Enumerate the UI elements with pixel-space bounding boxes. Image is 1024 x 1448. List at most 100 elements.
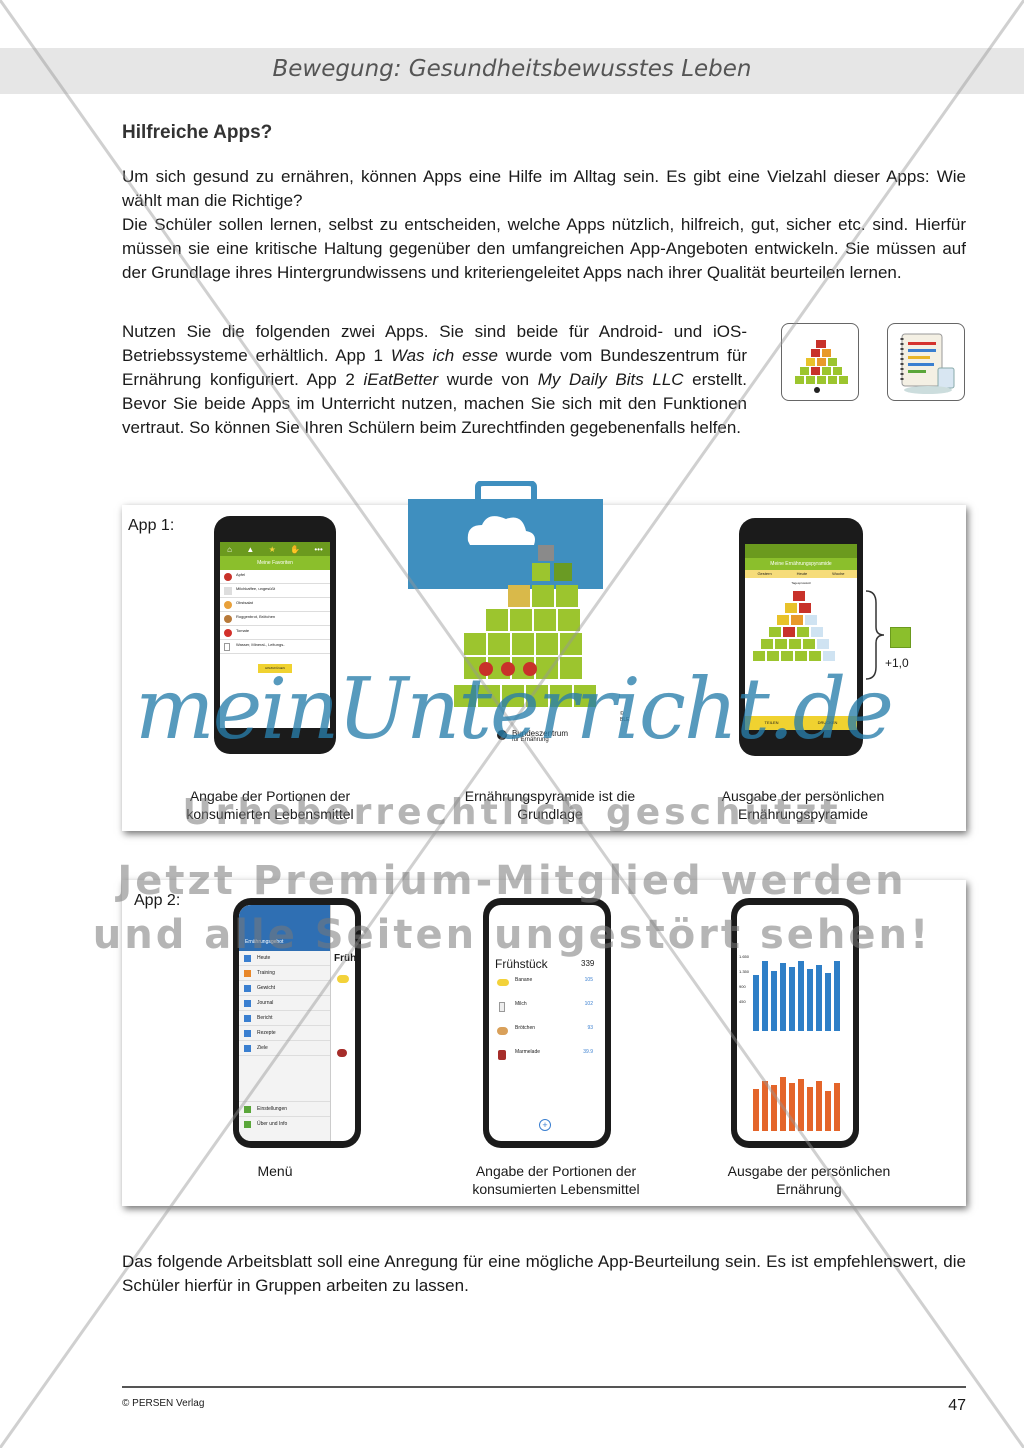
footer-divider xyxy=(122,1386,966,1388)
section-heading: Hilfreiche Apps? xyxy=(122,122,273,143)
apps-text-1: Nutzen Sie die folgenden zwei Apps. Sie … xyxy=(122,322,747,365)
app2-name: iEatBetter xyxy=(363,370,439,389)
hand-icon[interactable]: ✋ xyxy=(290,544,301,554)
favorite-item[interactable]: Tomate xyxy=(220,626,330,640)
menu-item[interactable]: Einstellungen xyxy=(239,1101,330,1116)
app2-caption-3: Ausgabe der persönlichen Ernährung xyxy=(727,1163,891,1197)
mini-pyramid xyxy=(753,591,835,661)
goals-icon xyxy=(244,1045,251,1052)
bzfe-logo-text: Bundeszentrum xyxy=(512,729,569,738)
print-button[interactable]: DRUCKEN xyxy=(817,720,838,725)
favorites-title: Meine Favoriten xyxy=(220,556,330,570)
add-icon[interactable]: + xyxy=(539,1119,551,1131)
jam-icon xyxy=(498,1050,506,1060)
apps-paragraph: Nutzen Sie die folgenden zwei Apps. Sie … xyxy=(122,320,747,440)
peek-title: Früh xyxy=(334,953,355,964)
menu-drawer: Ernährungsgebot Heute Training Gewicht J… xyxy=(239,905,331,1141)
apps-text-2: wurde vom Bundeszentrum für Ernährung ko… xyxy=(122,346,747,389)
page-title: Bewegung: Gesundheitsbewusstes Leben xyxy=(272,56,752,82)
app2-icon xyxy=(887,323,965,401)
app1-caption-3: Ausgabe der persönlichen Ernährungspyram… xyxy=(721,788,885,822)
ble-copyright: © BLE xyxy=(620,711,630,723)
app2-phone-menu: Ernährungsgebot Heute Training Gewicht J… xyxy=(233,898,361,1148)
app1-screen-pyramid: Meine Ernährungspyramide Gestern Heute W… xyxy=(745,544,857,730)
menu-item[interactable]: Training xyxy=(239,966,330,981)
breakfast-total: 339 xyxy=(581,959,595,968)
menu-item[interactable]: Gewicht xyxy=(239,981,330,996)
menu-item[interactable]: Rezepte xyxy=(239,1026,330,1041)
day-tabs: Gestern Heute Woche xyxy=(745,570,857,578)
watermark-line-2: Jetzt Premium-Mitglied werden xyxy=(117,858,907,904)
banana-icon xyxy=(337,975,349,983)
app1-phone-favorites: ⌂ ▲ ★ ✋ ••• Meine Favoriten Apfel Milchk… xyxy=(214,516,336,754)
app1-name: Was ich esse xyxy=(390,346,499,365)
protocol-tag: Tagesprotokoll xyxy=(791,581,811,585)
menu-item[interactable]: Ziele xyxy=(239,1041,330,1056)
share-button[interactable]: TEILEN xyxy=(764,720,779,725)
bread-icon xyxy=(497,1027,508,1035)
intro-text: Um sich gesund zu ernähren, können Apps … xyxy=(122,165,966,285)
page-number: 47 xyxy=(948,1397,966,1414)
intro-paragraph-2: Die Schüler sollen lernen, selbst zu ent… xyxy=(122,215,966,282)
favorite-item[interactable]: Milchkaffee, ungesüßt xyxy=(220,584,330,598)
app1-icon xyxy=(781,323,859,401)
nutrition-charts xyxy=(753,961,840,1131)
app2-screen-menu: Ernährungsgebot Heute Training Gewicht J… xyxy=(239,905,355,1141)
menu-item[interactable]: Bericht xyxy=(239,1011,330,1026)
menu-item[interactable]: Journal xyxy=(239,996,330,1011)
tab-heute[interactable]: Heute xyxy=(796,571,808,576)
pyramid-icon[interactable]: ▲ xyxy=(246,544,255,554)
blue-chart xyxy=(753,961,840,1031)
pyramid-title: Meine Ernährungspyramide xyxy=(745,558,857,570)
app1-screen-favorites: ⌂ ▲ ★ ✋ ••• Meine Favoriten Apfel Milchk… xyxy=(220,542,330,728)
menu-item[interactable]: Über und Info xyxy=(239,1116,330,1131)
app1-caption-1: Angabe der Portionen der konsumierten Le… xyxy=(186,788,354,822)
app1-label: App 1: xyxy=(128,517,175,534)
watermark-logo: meinUnterricht.de xyxy=(135,660,894,758)
home-icon[interactable]: ⌂ xyxy=(227,544,232,554)
settings-icon xyxy=(244,1106,251,1113)
app2-caption-2: Angabe der Portionen der konsumierten Le… xyxy=(472,1163,640,1197)
app2-label: App 2: xyxy=(134,892,181,909)
menu-header: Ernährungsgebot xyxy=(239,905,330,951)
app2-panel: App 2: Ernährungsgebot Heute Training Ge… xyxy=(122,880,966,1206)
training-icon xyxy=(244,970,251,977)
breakfast-title: Frühstück xyxy=(495,957,548,971)
apps-text-3: wurde von xyxy=(438,370,538,389)
orange-chart xyxy=(753,1077,840,1131)
star-icon[interactable]: ★ xyxy=(268,544,276,554)
publisher: © PERSEN Verlag xyxy=(122,1398,205,1409)
tab-woche[interactable]: Woche xyxy=(832,571,845,576)
menu-item[interactable]: Heute xyxy=(239,951,330,966)
recipe-icon xyxy=(244,1030,251,1037)
favorites-list: Apfel Milchkaffee, ungesüßt Obstsalat Ro… xyxy=(220,570,330,654)
chart-y-labels: 1.650 1.350 900 450 xyxy=(739,954,750,1004)
app1-caption-2: Ernährungspyramide ist die Grundlage xyxy=(464,788,636,822)
more-icon[interactable]: ••• xyxy=(314,544,323,554)
watermark-line-3: und alle Seiten ungestört sehen! xyxy=(92,912,932,958)
add-button[interactable]: HINZUFÜGEN xyxy=(258,664,292,673)
intro-paragraph-1: Um sich gesund zu ernähren, können Apps … xyxy=(122,167,966,210)
menu-bottom: Einstellungen Über und Info xyxy=(239,1101,330,1131)
favorite-item[interactable]: Obstsalat xyxy=(220,598,330,612)
weight-icon xyxy=(244,985,251,992)
plus-value: +1,0 xyxy=(885,656,909,670)
final-paragraph: Das folgende Arbeitsblatt soll eine Anre… xyxy=(122,1252,966,1295)
favorite-item[interactable]: Apfel xyxy=(220,570,330,584)
milk-icon xyxy=(499,1002,505,1012)
apps-text-4: erstellt. Bevor Sie beide Apps im Unterr… xyxy=(122,370,747,437)
tab-gestern[interactable]: Gestern xyxy=(757,571,772,576)
app2-screen-charts: 1.650 1.350 900 450 xyxy=(737,905,853,1141)
favorite-item[interactable]: Wasser, Mineral-, Leitungs- xyxy=(220,640,330,654)
favorite-item[interactable]: Roggenbrot, Brötchen xyxy=(220,612,330,626)
developer-name: My Daily Bits LLC xyxy=(537,370,684,389)
brace-icon xyxy=(865,590,885,680)
report-icon xyxy=(244,1015,251,1022)
